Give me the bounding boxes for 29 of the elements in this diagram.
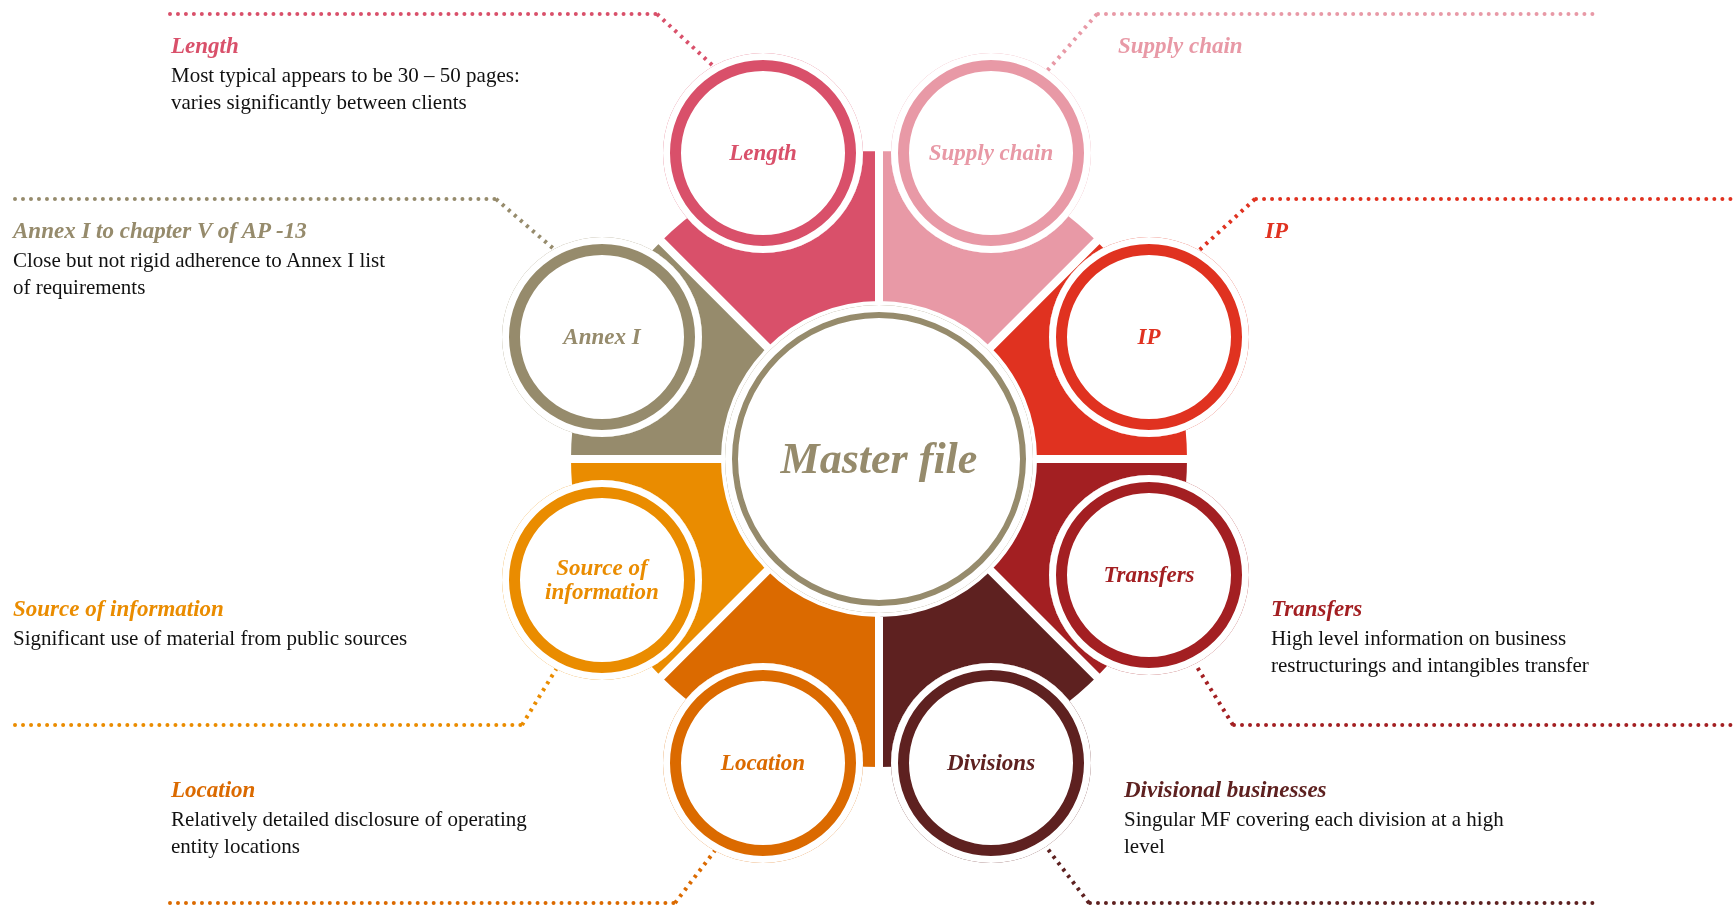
callout-text: High level information on business restructurings and intangibles transfer [1271, 624, 1590, 679]
callout-heading: Divisional businesses [1124, 776, 1328, 804]
leader-line [1045, 12, 1099, 72]
callout-text: Significant use of material from public sources [13, 624, 408, 652]
callout-heading: Transfers [1271, 595, 1364, 623]
callout-heading: Annex I to chapter V of AP -13 [13, 217, 308, 245]
leader-line [1197, 197, 1257, 252]
leader-line [494, 197, 556, 251]
circle-label: Annex I [563, 324, 641, 350]
circle-label: Length [729, 140, 797, 166]
circle-label: Source of information [544, 555, 660, 605]
callout-text: Most typical appears to be 30 – 50 pages: varies significantly between clients [171, 61, 521, 116]
circle-label: Master file [780, 435, 978, 483]
circle-label: Supply chain [928, 140, 1054, 166]
callout-text: Close but not rigid adherence to Annex I list of requirements [13, 246, 387, 301]
circle-label: Location [720, 750, 806, 776]
circle-label: Divisions [946, 750, 1036, 776]
callout-text: Singular MF covering each division at a high level [1124, 805, 1505, 860]
circle-label: Transfers [1103, 562, 1195, 588]
circle-label: IP [1137, 324, 1161, 350]
callout-heading: IP [1265, 217, 1289, 245]
callout-heading: Source of information [13, 595, 225, 623]
leader-line [520, 667, 558, 727]
leader-line [655, 12, 715, 68]
callout-heading: Length [171, 32, 240, 60]
callout-text: Relatively detailed disclosure of operating entity locations [171, 805, 528, 860]
callout-heading: Supply chain [1118, 32, 1244, 60]
leader-line [673, 849, 717, 905]
callout-heading: Location [171, 776, 257, 804]
